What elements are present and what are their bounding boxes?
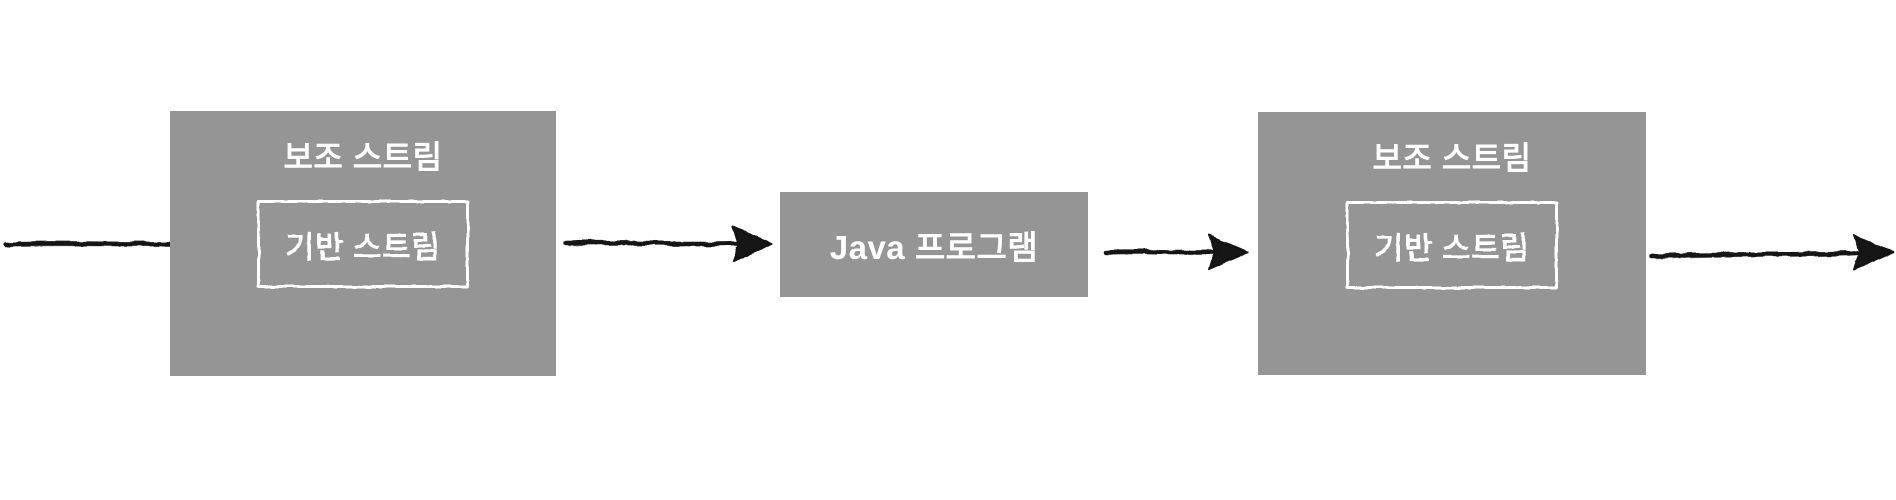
right-auxiliary-stream-box: 보조 스트림 기반 스트림 xyxy=(1258,112,1646,375)
right-auxiliary-stream-title: 보조 스트림 xyxy=(1372,140,1532,176)
left-base-stream-box: 기반 스트림 xyxy=(257,200,469,288)
output-arrow xyxy=(1649,234,1894,270)
program-to-right-stream-arrow xyxy=(1103,234,1249,270)
java-program-box: Java 프로그램 xyxy=(780,192,1088,297)
left-base-stream-label: 기반 스트림 xyxy=(285,229,441,265)
left-auxiliary-stream-title: 보조 스트림 xyxy=(283,139,443,175)
left-stream-to-program-arrow xyxy=(563,226,773,262)
right-base-stream-label: 기반 스트림 xyxy=(1374,230,1530,266)
right-base-stream-box: 기반 스트림 xyxy=(1346,201,1558,289)
java-program-label: Java 프로그램 xyxy=(829,228,1039,266)
left-auxiliary-stream-box: 보조 스트림 기반 스트림 xyxy=(170,111,556,376)
